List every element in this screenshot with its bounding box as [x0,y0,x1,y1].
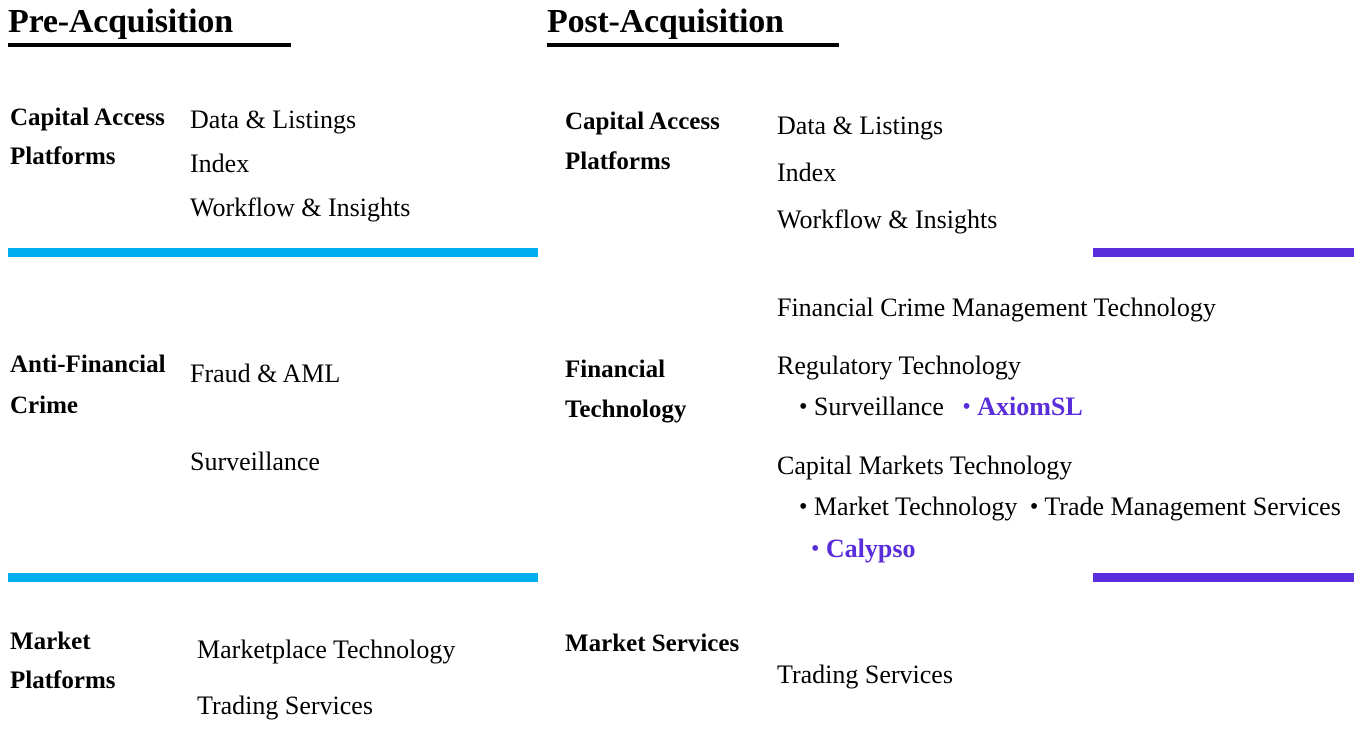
sub-item-trade-management-services: Trade Management Services [1044,492,1341,521]
bullet-icon: • [799,494,808,521]
bullet-icon: • [799,394,808,421]
list-item: Financial Crime Management Technology [777,293,1216,322]
list-item: Regulatory Technology [777,351,1021,380]
row-label-capital-access-platforms-post: Capital Access Platforms [565,108,720,175]
list-item: Capital Markets Technology [777,451,1073,480]
row-market-services: Market Services Trading Services [545,624,1354,716]
row-anti-financial-crime-pre: Anti-Financial Crime Fraud & AML Surveil… [0,330,545,530]
list-item: Surveillance [190,447,320,476]
acquisition-name-calypso: Calypso [825,534,916,563]
divider-cyan-2 [8,573,538,582]
list-item: Trading Services [197,691,373,720]
post-acquisition-column: Post-Acquisition Capital Access Platform… [545,0,1354,716]
row-label-financial-technology: Financial Technology [565,356,687,423]
row-label-anti-financial-crime: Anti-Financial Crime [10,351,166,419]
list-item: Data & Listings [190,105,357,134]
acquisition-name-axiomsl: AxiomSL [977,392,1083,421]
list-item: Index [190,149,250,178]
row-items-capital-access-platforms-post: Data & Listings Index Workflow & Insight… [777,102,1350,243]
sub-bullet-line-capital-markets: • Market Technology • Trade Management S… [777,486,1350,570]
bullet-icon-accent: • [950,394,971,421]
list-item: Workflow & Insights [190,193,411,222]
row-items-capital-access-platforms-pre: Data & Listings Index Workflow & Insight… [190,98,539,230]
list-item: Data & Listings [777,111,944,140]
row-capital-access-platforms-pre: Capital Access Platforms Data & Listings… [0,98,545,238]
divider-purple-2 [1093,573,1354,582]
row-label-market-services: Market Services [565,630,740,657]
pre-acquisition-column: Pre-Acquisition Capital Access Platforms… [0,0,545,720]
row-capital-access-platforms-post: Capital Access Platforms Data & Listings… [545,102,1354,240]
list-item: Marketplace Technology [197,635,456,664]
row-financial-technology: Financial Technology Financial Crime Man… [545,288,1354,573]
row-items-market-services: Trading Services [777,653,1350,697]
divider-cyan-1 [8,248,538,257]
sub-bullet-line-regulatory: • Surveillance • AxiomSL [777,386,1350,428]
row-items-financial-technology: Financial Crime Management Technology Re… [777,288,1350,570]
pre-acquisition-heading-text: Pre-Acquisition [8,3,233,40]
row-items-anti-financial-crime: Fraud & AML Surveillance [190,330,539,506]
row-label-market-platforms: Market Platforms [10,628,116,694]
row-items-market-platforms: Marketplace Technology Trading Services [197,622,539,734]
row-market-platforms-pre: Market Platforms Marketplace Technology … [0,622,545,720]
heading-underline [547,43,839,47]
bullet-icon: • [1023,494,1039,521]
post-acquisition-heading-text: Post-Acquisition [547,3,784,40]
bullet-icon-accent: • [799,536,820,563]
sub-item-surveillance: Surveillance [813,392,944,421]
sub-item-market-technology: Market Technology [813,492,1018,521]
list-item: Index [777,158,837,187]
row-label-capital-access-platforms-pre: Capital Access Platforms [10,104,165,170]
pre-acquisition-heading: Pre-Acquisition [8,2,291,47]
list-item: Fraud & AML [190,359,341,388]
heading-underline [8,43,291,47]
list-item: Trading Services [777,660,953,689]
post-acquisition-heading: Post-Acquisition [547,2,839,47]
list-item: Workflow & Insights [777,205,998,234]
divider-purple-1 [1093,248,1354,257]
